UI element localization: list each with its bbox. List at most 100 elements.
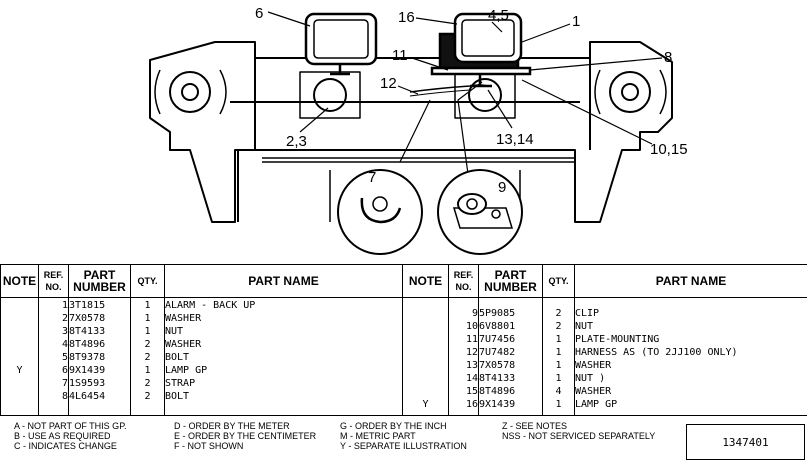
col-header-part-number-right: PART NUMBER [478, 264, 543, 298]
ref-header-line1: REF. [43, 270, 64, 280]
right-note-column: Y [404, 299, 448, 412]
callout-7: 7 [368, 169, 376, 186]
col-header-part-number: PART NUMBER [68, 264, 131, 298]
table-cell-qty: 1 [555, 373, 562, 384]
ref-header-line2: NO. [45, 282, 62, 292]
table-cell-qty: 1 [555, 360, 562, 371]
legend-column-3: G - ORDER BY THE INCH M - METRIC PART Y … [340, 421, 467, 451]
right-wheel [609, 71, 651, 113]
table-cell-note [2, 312, 38, 325]
table-cell-part: 9X1439 [69, 365, 106, 376]
table-cell-ref: 7 [61, 378, 68, 389]
table-cell-note: Y [422, 399, 429, 410]
left-note-column: Y [2, 299, 38, 404]
table-cell-note [2, 377, 38, 390]
legend-item: C - INDICATES CHANGE [14, 441, 117, 451]
lamp-right [430, 12, 532, 88]
table-cell-qty: 2 [144, 352, 151, 363]
table-cell-part: 3T1815 [69, 300, 106, 311]
table-cell-part: 8T4133 [479, 373, 516, 384]
table-cell-qty: 1 [144, 313, 151, 324]
table-cell-qty: 1 [555, 334, 562, 345]
table-cell-note [404, 333, 448, 346]
part-header-line2: NUMBER [484, 280, 537, 294]
table-cell-name: WASHER [575, 386, 612, 397]
callout-13-14: 13,14 [496, 131, 534, 148]
left-wheel [169, 71, 211, 113]
table-cell-part: 7U7482 [479, 347, 516, 358]
table-cell-part: 6V8801 [479, 321, 516, 332]
table-cell-note [2, 351, 38, 364]
table-cell-part: 8T9378 [69, 352, 106, 363]
ref-header-line2: NO. [455, 282, 472, 292]
table-cell-part: 8T4896 [69, 339, 106, 350]
table-cell-qty: 2 [144, 378, 151, 389]
table-cell-ref: 12 [465, 347, 478, 358]
table-cell-name: WASHER [165, 313, 202, 324]
table-cell-ref: 1 [61, 300, 68, 311]
legend-item: M - METRIC PART [340, 431, 416, 441]
table-cell-name: PLATE-MOUNTING [575, 334, 660, 345]
legend-column-2: D - ORDER BY THE METER E - ORDER BY THE … [174, 421, 316, 451]
col-header-part-name-right: PART NAME [574, 264, 807, 298]
table-cell-name: NUT [165, 326, 184, 337]
illustration-reference-number: 1347401 [686, 424, 805, 460]
col-header-part-name: PART NAME [164, 264, 403, 298]
legend-column-4: Z - SEE NOTES NSS - NOT SERVICED SEPARAT… [502, 421, 655, 441]
legend-column-1: A - NOT PART OF THIS GP. B - USE AS REQU… [14, 421, 127, 451]
table-cell-name: WASHER [575, 360, 612, 371]
callout-11: 11 [392, 47, 408, 64]
table-cell-qty: 1 [144, 326, 151, 337]
col-header-ref-no: REF. NO. [38, 264, 69, 298]
table-cell-qty: 2 [555, 321, 562, 332]
col-header-note-right: NOTE [402, 264, 449, 298]
table-cell-name: NUT [575, 321, 594, 332]
legend-item: Y - SEPARATE ILLUSTRATION [340, 441, 467, 451]
legend-item: NSS - NOT SERVICED SEPARATELY [502, 431, 656, 441]
legend-item: E - ORDER BY THE CENTIMETER [174, 431, 317, 441]
detail-view-clip [437, 169, 523, 255]
table-cell-qty: 2 [144, 391, 151, 402]
callout-9: 9 [498, 179, 506, 196]
table-cell-name: ALARM - BACK UP [165, 300, 256, 311]
col-header-ref-no-right: REF. NO. [448, 264, 479, 298]
table-cell-name: HARNESS AS (TO 2JJ100 ONLY) [575, 347, 738, 358]
table-cell-part: 7X0578 [479, 360, 516, 371]
table-cell-qty: 2 [144, 339, 151, 350]
legend-item: Z - SEE NOTES [502, 421, 568, 431]
table-cell-qty: 1 [555, 399, 562, 410]
legend: A - NOT PART OF THIS GP. B - USE AS REQU… [0, 417, 807, 464]
ref-header-line1: REF. [453, 270, 474, 280]
table-cell-part: 8T4896 [479, 386, 516, 397]
table-cell-qty: 1 [144, 300, 151, 311]
table-cell-ref: 6 [61, 365, 68, 376]
table-cell-part: 1S9593 [69, 378, 106, 389]
table-cell-note [2, 338, 38, 351]
table-cell-part: 9X1439 [479, 399, 516, 410]
table-cell-ref: 14 [465, 373, 478, 384]
table-header-row: NOTE REF. NO. PART NUMBER QTY. PART NAME… [0, 264, 807, 298]
part-header-line1: PART [494, 268, 527, 282]
legend-item: A - NOT PART OF THIS GP. [14, 421, 127, 431]
legend-item: F - NOT SHOWN [174, 441, 244, 451]
callout-10-15: 10,15 [650, 141, 688, 158]
table-cell-part: 8T4133 [69, 326, 106, 337]
col-header-qty-right: QTY. [542, 264, 575, 298]
table-cell-ref: 3 [61, 326, 68, 337]
part-header-line1: PART [83, 268, 116, 282]
table-cell-ref: 16 [465, 399, 478, 410]
callout-12: 12 [380, 75, 397, 92]
table-cell-qty: 1 [555, 347, 562, 358]
legend-item: B - USE AS REQUIRED [14, 431, 111, 441]
table-cell-note [2, 299, 38, 312]
legend-item: D - ORDER BY THE METER [174, 421, 290, 431]
table-cell-note [2, 325, 38, 338]
table-cell-name: LAMP GP [575, 399, 618, 410]
callout-6: 6 [255, 5, 263, 22]
callout-2-3: 2,3 [286, 133, 307, 150]
